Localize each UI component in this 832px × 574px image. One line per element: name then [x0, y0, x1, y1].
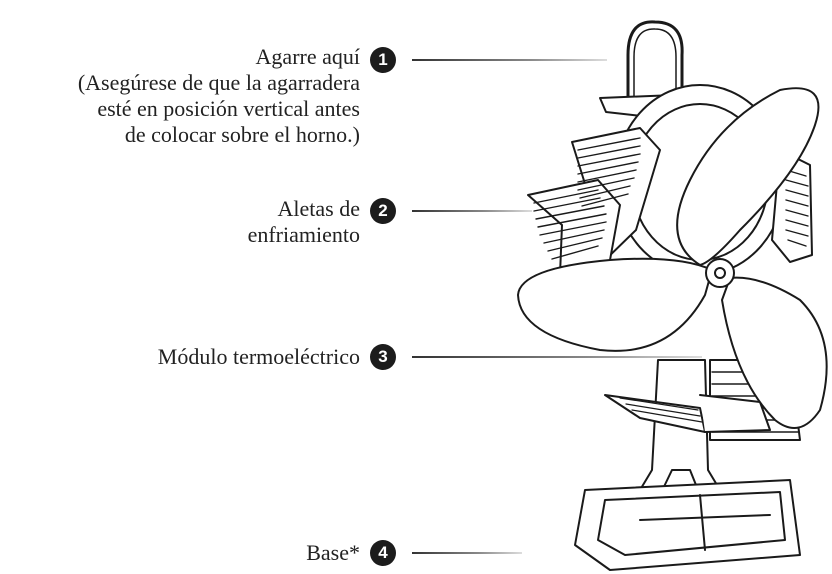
leader-line	[412, 59, 607, 61]
callout-text: Base*	[306, 540, 360, 565]
callout-text: Aletas de	[277, 196, 360, 221]
callout-text: enfriamiento	[247, 222, 360, 247]
base	[574, 479, 801, 571]
fan-blade	[676, 87, 820, 266]
callout-base-label: Base*	[160, 540, 360, 566]
callout-number-badge: 3	[370, 344, 396, 370]
callout-number-badge: 4	[370, 540, 396, 566]
callout-cooling-fins-label: Aletas de enfriamiento	[60, 196, 360, 248]
callout-text: (Asegúrese de que la agarradera	[77, 70, 360, 95]
leader-line	[412, 552, 522, 554]
callout-text: esté en posición vertical antes	[97, 96, 360, 121]
leader-line	[412, 356, 702, 358]
callout-thermoelectric-module-label: Módulo termoeléctrico	[0, 344, 360, 370]
callout-number-badge: 2	[370, 198, 396, 224]
fan-blade	[517, 257, 713, 352]
callout-text: Módulo termoeléctrico	[157, 344, 360, 369]
fan-blade	[721, 276, 828, 429]
callout-text: de colocar sobre el horno.)	[124, 122, 360, 147]
handle	[626, 20, 684, 102]
callout-number-badge: 1	[370, 47, 396, 73]
leader-line	[412, 210, 532, 212]
callout-handle-label: Agarre aquí (Asegúrese de que la agarrad…	[0, 44, 360, 148]
callout-text: Agarre aquí	[255, 44, 360, 69]
